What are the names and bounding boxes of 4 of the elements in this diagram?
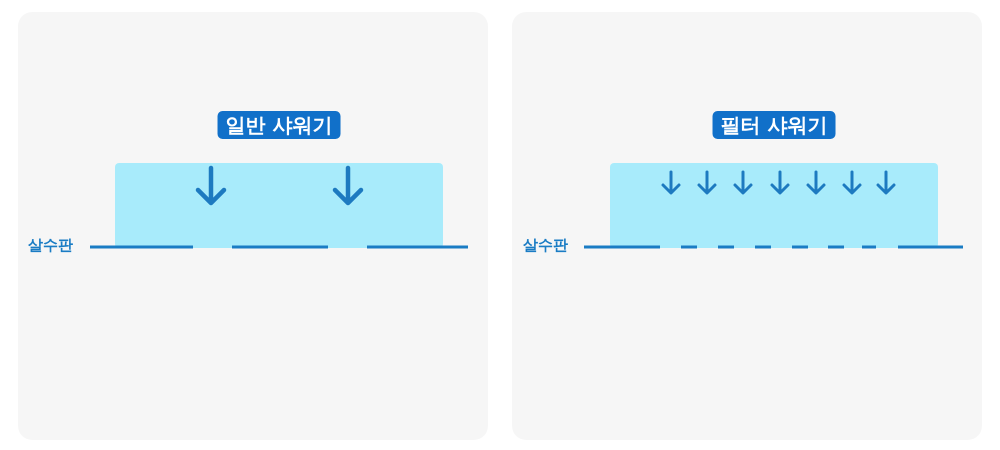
title-badge: 필터 샤워기: [712, 111, 836, 139]
part-label: 살수판: [523, 236, 568, 255]
title-badge: 일반 샤워기: [218, 111, 340, 139]
part-label: 살수판: [28, 236, 73, 255]
